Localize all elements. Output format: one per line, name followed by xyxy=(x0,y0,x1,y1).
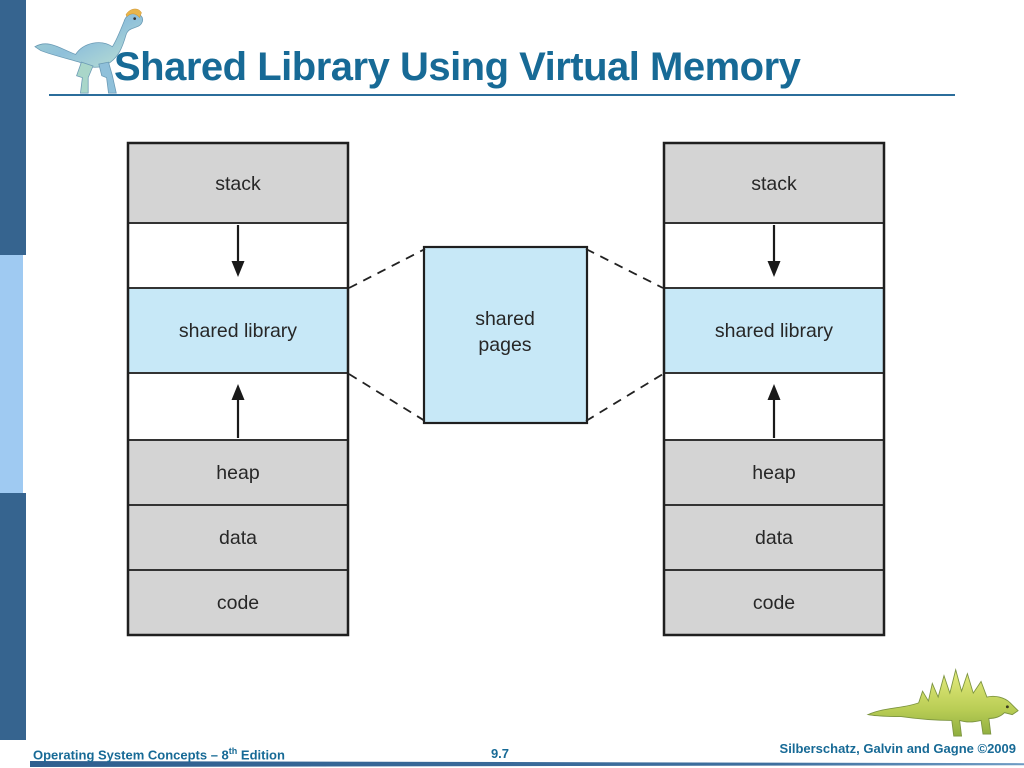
heap-growth-arrow-up xyxy=(767,384,781,438)
segment-shared-library xyxy=(127,287,349,374)
segment-code xyxy=(663,569,885,636)
shared-pages-label-line1: shared xyxy=(475,308,535,330)
segment-label-code: code xyxy=(753,592,795,614)
connector-right-top xyxy=(585,248,664,289)
process-column-left: stack shared library heap data code xyxy=(126,141,350,637)
segment-label-heap: heap xyxy=(752,462,796,484)
dinosaur-eye xyxy=(133,17,137,20)
sidebar-band-bottom xyxy=(0,493,26,740)
segment-label-shared-library: shared library xyxy=(179,320,297,342)
page-number: 9.7 xyxy=(490,746,510,761)
dashed-connectors xyxy=(348,248,664,422)
segment-heap xyxy=(663,439,885,506)
shared-pages-label-line2: pages xyxy=(478,334,531,356)
footer-book-title: Operating System Concepts – 8th Edition xyxy=(33,746,285,762)
dinosaur-crest xyxy=(125,8,142,19)
segment-data xyxy=(663,504,885,571)
footer-taper-bar xyxy=(30,761,1024,767)
segment-label-shared-library: shared library xyxy=(715,320,833,342)
dinosaur-logo xyxy=(34,8,144,94)
dinosaur-leg-front xyxy=(98,61,117,94)
sidebar-band-middle xyxy=(0,255,23,493)
connector-right-bottom xyxy=(585,373,664,422)
shared-pages-box: shared pages xyxy=(422,245,589,425)
dinosaur-leg-back xyxy=(76,61,94,94)
segment-label-data: data xyxy=(219,527,257,549)
connector-left-bottom xyxy=(348,373,426,422)
dinosaur-body xyxy=(34,12,144,68)
connector-left-top xyxy=(348,248,426,289)
segment-shared-library xyxy=(663,287,885,374)
stack-growth-arrow-down xyxy=(231,225,245,277)
dinosaur-eye xyxy=(1005,705,1009,709)
title-underline xyxy=(49,94,955,96)
segment-label-stack: stack xyxy=(751,173,797,195)
dinosaur-body xyxy=(866,668,1019,737)
segment-data xyxy=(127,504,349,571)
footer-book-superscript: th xyxy=(228,746,238,756)
column-outline xyxy=(662,141,886,637)
stack-growth-arrow-down xyxy=(767,225,781,277)
footer-authors: Silberschatz, Galvin and Gagne ©2009 xyxy=(779,741,1016,756)
heap-growth-arrow-up xyxy=(231,384,245,438)
segment-label-heap: heap xyxy=(216,462,260,484)
column-outline xyxy=(126,141,350,637)
segment-heap xyxy=(127,439,349,506)
dinosaur-logo-small xyxy=(866,668,1019,737)
process-column-right: stack shared library heap data code xyxy=(662,141,886,637)
segment-code xyxy=(127,569,349,636)
page-title: Shared Library Using Virtual Memory xyxy=(114,45,801,89)
footer-book-prefix: Operating System Concepts – 8 xyxy=(33,747,229,763)
segment-label-data: data xyxy=(755,527,793,549)
sidebar-band-top xyxy=(0,0,26,255)
segment-label-code: code xyxy=(217,592,259,614)
footer-book-suffix: Edition xyxy=(237,747,285,763)
segment-label-stack: stack xyxy=(215,173,261,195)
